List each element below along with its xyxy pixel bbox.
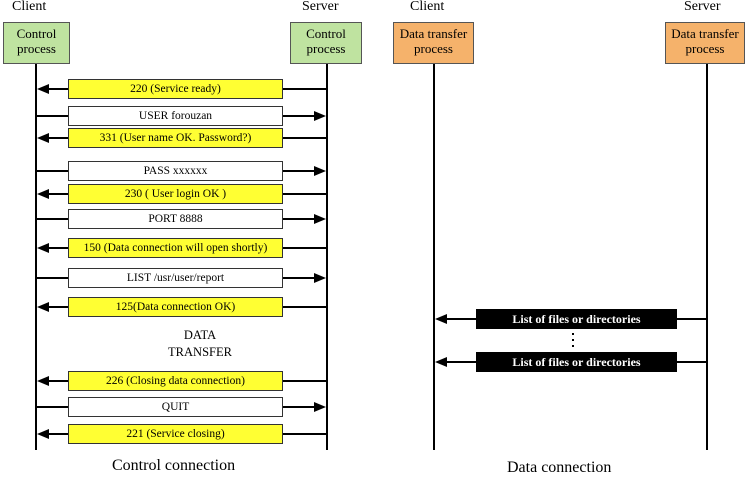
message-10: 226 (Closing data connection) [68, 371, 283, 391]
arrowhead-left-icon [37, 302, 49, 312]
lifeline-data-server [706, 64, 708, 450]
message-11: QUIT [68, 397, 283, 417]
arrowhead-left-icon [37, 243, 49, 253]
arrowhead-left-icon [37, 84, 49, 94]
arrowhead-right-icon [314, 166, 326, 176]
arrowhead-right-icon [314, 214, 326, 224]
message-3: 331 (User name OK. Password?) [68, 128, 283, 148]
data-message-1: List of files or directories [476, 309, 677, 329]
message-6: PORT 8888 [68, 209, 283, 229]
header-server-left: Server [302, 0, 339, 14]
arrowhead-left-icon [37, 133, 49, 143]
arrowhead-left-icon [37, 189, 49, 199]
arrowhead-left-icon [435, 357, 447, 367]
message-1: 220 (Service ready) [68, 79, 283, 99]
message-4: PASS xxxxxx [68, 161, 283, 181]
ellipsis-dots [572, 333, 574, 351]
data-transfer-line2: TRANSFER [168, 345, 232, 359]
message-5: 230 ( User login OK ) [68, 184, 283, 204]
data-process-server-box: Data transfer process [665, 22, 745, 64]
header-server-right: Server [684, 0, 721, 14]
header-client-right: Client [410, 0, 445, 14]
data-transfer-line1: DATA [183, 328, 217, 342]
data-process-client-box: Data transfer process [393, 22, 474, 64]
caption-control-connection: Control connection [112, 457, 236, 474]
arrowhead-right-icon [314, 273, 326, 283]
message-7: 150 (Data connection will open shortly) [68, 238, 283, 258]
arrowhead-left-icon [37, 429, 49, 439]
header-client-left: Client [12, 0, 47, 14]
message-2: USER forouzan [68, 106, 283, 126]
caption-data-connection: Data connection [507, 459, 612, 476]
message-8: LIST /usr/user/report [68, 268, 283, 288]
arrowhead-left-icon [435, 314, 447, 324]
arrowhead-right-icon [314, 402, 326, 412]
control-process-server-box: Control process [290, 22, 362, 64]
lifeline-control-server [326, 64, 328, 450]
arrowhead-left-icon [37, 376, 49, 386]
arrowhead-right-icon [314, 111, 326, 121]
data-transfer-label: DATA TRANSFER [140, 327, 260, 361]
lifeline-control-client [35, 64, 37, 450]
lifeline-data-client [433, 64, 435, 450]
control-process-client-box: Control process [3, 22, 70, 64]
message-9: 125(Data connection OK) [68, 297, 283, 317]
data-message-2: List of files or directories [476, 352, 677, 372]
message-12: 221 (Service closing) [68, 424, 283, 444]
